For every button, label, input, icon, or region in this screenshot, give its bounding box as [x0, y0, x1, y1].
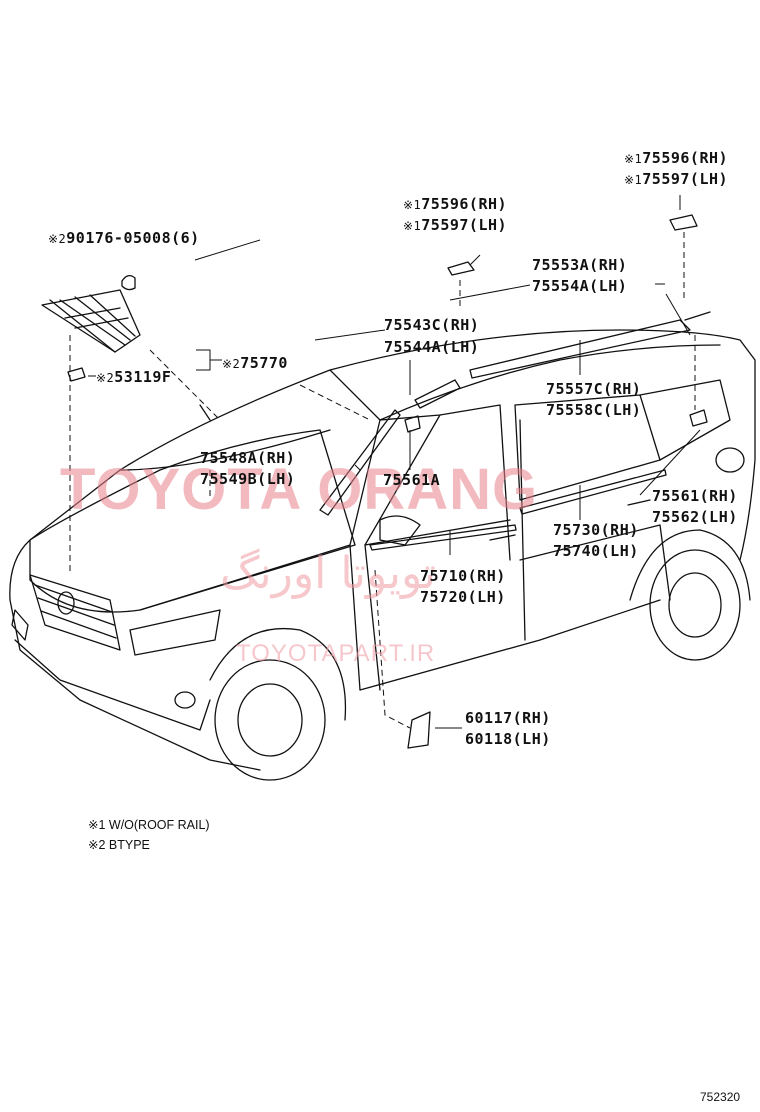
part-label-60118: 60118(LH) [465, 730, 551, 748]
note-mark: ※1 [403, 219, 422, 233]
roof-panel-part [41, 274, 141, 353]
part-label-75561a: 75561A [383, 471, 441, 489]
part-label-53119: ※253119F [96, 368, 172, 386]
part-label-75740: 75740(LH) [553, 542, 639, 560]
part-label-60117: 60117(RH) [465, 709, 551, 727]
part-label-75596-b: ※175596(RH) [624, 149, 729, 167]
note-mark: ※2 [96, 371, 115, 385]
note-mark: ※1 [624, 152, 643, 166]
clip-part-icon [404, 415, 421, 433]
note-mark: ※1 [624, 173, 643, 187]
watermark-brand: TOYOTA ORANG [60, 457, 539, 522]
leader-lines [88, 195, 701, 729]
part-label-75549: 75549B(LH) [200, 470, 296, 488]
part-label-75562: 75562(LH) [652, 508, 738, 526]
part-label-75553: 75553A(RH) [532, 256, 628, 274]
note-mark: ※2 [48, 232, 67, 246]
footnote-2: ※2 BTYPE [88, 838, 150, 852]
part-label-75548: 75548A(RH) [200, 449, 296, 467]
part-label-75558: 75558C(LH) [546, 401, 642, 419]
note-mark: ※1 [403, 198, 422, 212]
figure-code: 752320 [700, 1090, 741, 1104]
part-label-75597-b: ※175597(LH) [624, 170, 729, 188]
watermark-url: TOYOTAPART.IR [236, 640, 436, 667]
clip-part-icon [689, 409, 708, 427]
part-label-90176: ※290176-05008(6) [48, 229, 200, 247]
part-label-75710: 75710(RH) [420, 567, 506, 585]
part-label-75561: 75561(RH) [652, 487, 738, 505]
part-label-75543: 75543C(RH) [384, 316, 480, 334]
vehicle-outline [9, 311, 756, 781]
part-label-75597-a: ※175597(LH) [403, 216, 508, 234]
part-label-75770: ※275770 [222, 354, 288, 372]
part-label-75730: 75730(RH) [553, 521, 639, 539]
part-label-75544: 75544A(LH) [384, 338, 480, 356]
part-label-75557: 75557C(RH) [546, 380, 642, 398]
watermark-persian: تویوتا اورنگ [220, 548, 436, 599]
cap-part-icon [669, 214, 698, 231]
note-mark: ※2 [222, 357, 241, 371]
part-label-75720: 75720(LH) [420, 588, 506, 606]
footnote-1: ※1 W/O(ROOF RAIL) [88, 818, 210, 832]
part-label-75554: 75554A(LH) [532, 277, 628, 295]
part-label-75596-a: ※175596(RH) [403, 195, 508, 213]
cap-part-icon [447, 261, 475, 276]
dashed-leaders [69, 232, 696, 729]
clip-part-icon [67, 367, 86, 382]
